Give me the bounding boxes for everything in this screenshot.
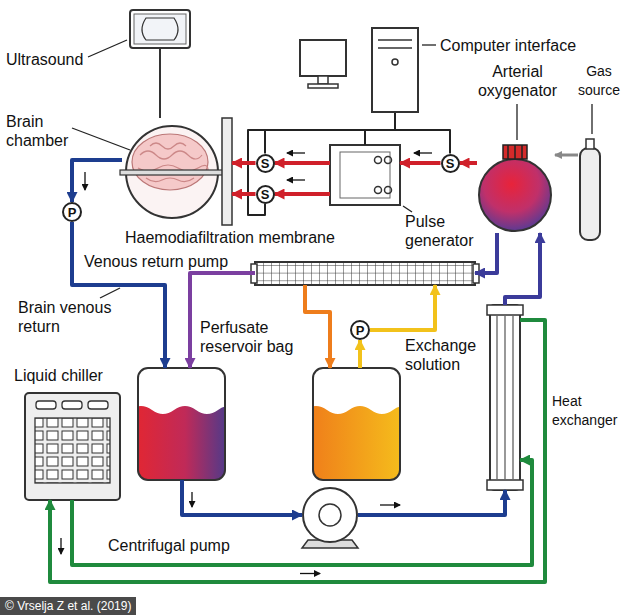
signal-wire	[248, 113, 395, 215]
pump-letter: S	[446, 157, 455, 170]
perfusion-tube	[182, 480, 302, 515]
sensor-circle: S	[256, 185, 275, 204]
signal-wire	[395, 113, 450, 154]
liquid-chiller: Liquid chiller	[25, 393, 120, 500]
pump-letter: P	[68, 206, 77, 219]
credit-band: © Vrselja Z et al. (2019)	[0, 597, 136, 615]
perfusion-tube	[370, 285, 435, 330]
part-label: Computer interface	[440, 36, 630, 55]
heat-exchanger: Heat exchanger	[490, 305, 520, 490]
computer-interface: Computer interface	[300, 28, 420, 113]
part-label: Ultrasound	[6, 50, 106, 69]
pump-letter: S	[261, 188, 270, 201]
part-label: Perfusate reservoir bag	[200, 318, 302, 356]
solution-bag: Exchange solution	[313, 368, 400, 480]
part-label: Heat exchanger	[552, 392, 632, 430]
pump-circle: P	[350, 320, 370, 340]
perfusion-tube	[232, 161, 256, 165]
sensor-circle: S	[441, 154, 460, 173]
centrifugal-pump: Centrifugal pump	[302, 488, 358, 542]
perfusion-tube	[232, 192, 256, 196]
pump-letter: P	[356, 324, 365, 337]
perfusion-tube	[305, 285, 330, 368]
perfusion-tube	[358, 340, 362, 368]
perfusion-tube	[400, 161, 441, 165]
part-label: Arterial oxygenator	[468, 62, 567, 100]
brain-chamber: Brain chamber	[122, 118, 232, 225]
pump-circle: PVenous return pump	[62, 202, 82, 222]
filter-membrane: Haemodiafiltration membrane	[255, 262, 475, 285]
signal-wire	[159, 48, 161, 118]
part-label: Venous return pump	[84, 252, 264, 271]
perfusion-tube	[475, 233, 497, 273]
signal-wire	[265, 113, 395, 154]
part-label: Brain chamber	[6, 112, 86, 150]
flow-label: Brain venous return	[18, 298, 123, 336]
part-label: Gas source	[566, 62, 632, 100]
sensor-circle: S	[256, 154, 275, 173]
perfusion-tube	[72, 160, 122, 202]
ultrasound-monitor: Ultrasound	[130, 10, 190, 48]
perfusion-tube	[555, 154, 578, 157]
pulse-generator: Pulse generator	[330, 145, 400, 205]
part-label: Pulse generator	[405, 212, 495, 250]
gas-cylinder: Gas source	[578, 136, 604, 242]
perfusion-tube	[275, 192, 331, 196]
perfusion-tube	[358, 490, 505, 515]
arterial-oxygenator: Arterial oxygenator	[477, 143, 555, 233]
part-label: Haemodiafiltration membrane	[125, 228, 395, 247]
part-label: Centrifugal pump	[108, 536, 278, 555]
perfusion-tube	[275, 161, 331, 165]
perfusion-tube	[50, 320, 545, 582]
perfusion-tube	[505, 233, 540, 305]
part-label: Liquid chiller	[14, 366, 144, 385]
reservoir-bag: Perfusate reservoir bag	[138, 368, 225, 480]
part-label: Exchange solution	[405, 336, 485, 374]
perfusion-tube	[460, 161, 478, 165]
perfusion-tube	[72, 460, 532, 565]
pump-letter: S	[261, 157, 270, 170]
